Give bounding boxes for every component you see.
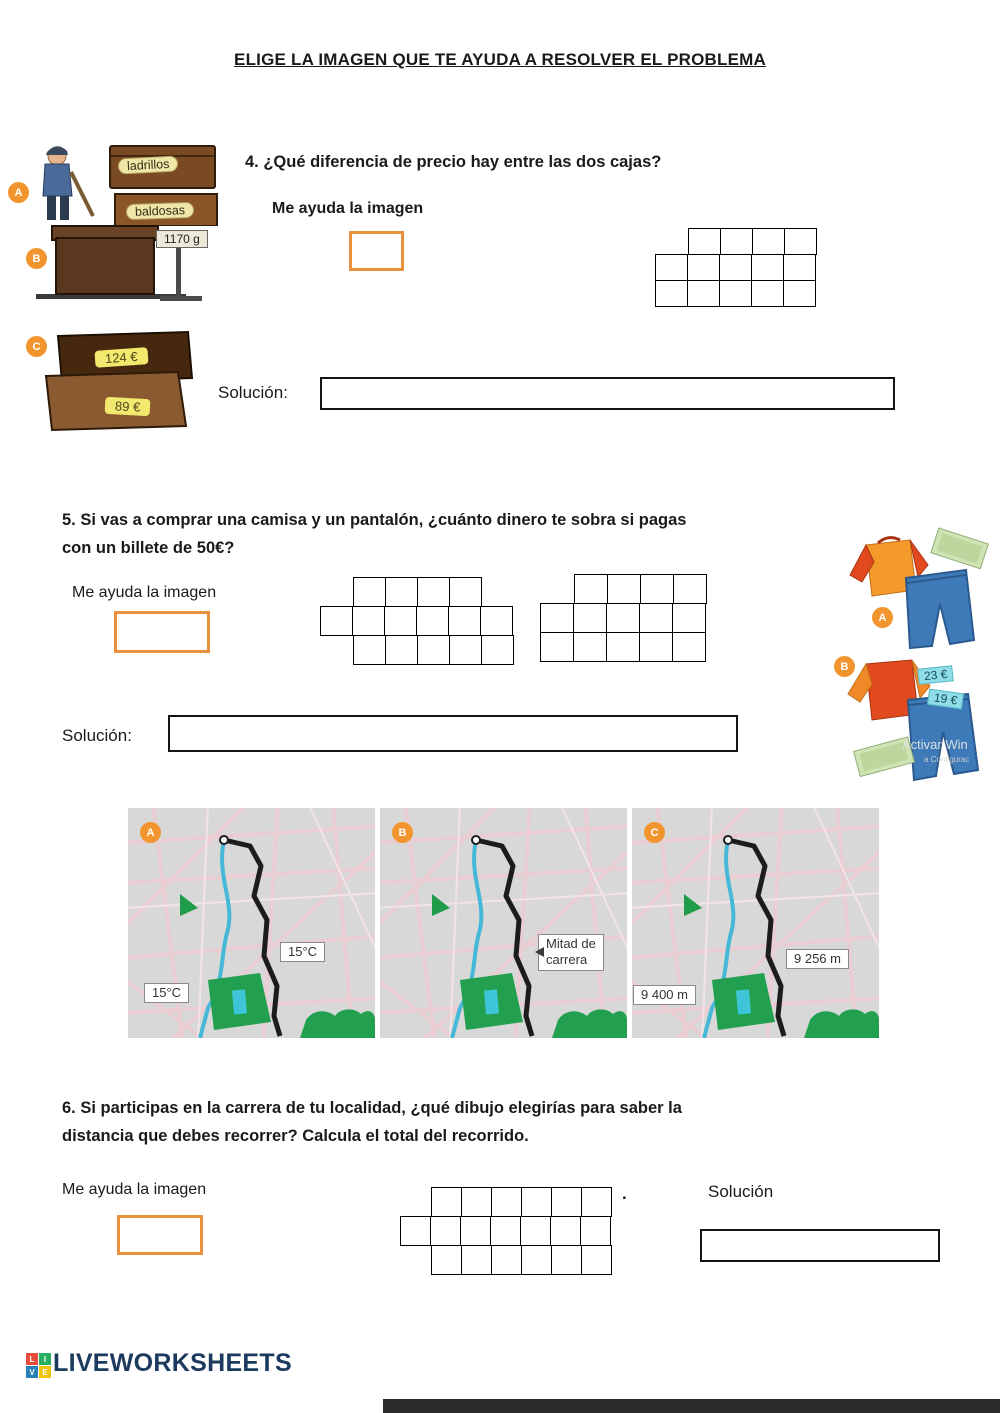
question-4-helper-label: Me ayuda la imagen [272,200,424,217]
windows-watermark-line2: a Configurac [924,755,970,764]
map-b-route-tag-line2: carrera [546,952,588,968]
question-6-solution-input[interactable] [700,1229,940,1262]
clothes-a-badge: A [872,607,893,628]
option-a-badge: A [8,182,29,203]
question-4-image-answer-input[interactable] [349,231,404,271]
logo-letter-l: L [26,1353,38,1365]
map-option-b: B Mitad de carrera [380,808,627,1038]
map-b-graphic [380,808,627,1038]
bricks-box-label: ladrillos [117,155,179,175]
question-5-helper-label: Me ayuda la imagen [72,584,217,601]
map-a-graphic [128,808,375,1038]
page-title: ELIGE LA IMAGEN QUE TE AYUDA A RESOLVER … [234,50,766,69]
map-a-badge: A [140,822,161,843]
map-c-route-tag: 9 256 m [786,949,849,970]
bottom-dark-bar [383,1399,1000,1413]
question-5-grid-1 [320,577,514,665]
clothes-a-illustration [849,527,989,650]
logo-letter-i: I [39,1353,51,1365]
question-6-text-line2: distancia que debes recorrer? Calcula el… [62,1127,529,1145]
question-4-grid [655,228,817,307]
question-5-grid-2 [540,574,707,662]
scale-display: 1170 g [156,230,208,248]
map-c-badge: C [644,822,665,843]
box-price-tag-2: 89 € [104,396,151,417]
question-6-helper-label: Me ayuda la imagen [62,1181,207,1198]
question-4-solution-input[interactable] [320,377,895,410]
map-b-badge: B [392,822,413,843]
question-5-solution-label: Solución: [62,726,132,745]
map-c-bottom-tag: 9 400 m [633,985,696,1006]
question-6-solution-label: Solución [708,1182,774,1201]
map-a-bottom-tag: 15°C [144,983,190,1004]
windows-watermark-line1: Activar Win [902,737,968,752]
logo-letter-e: E [39,1366,51,1378]
question-6-grid [400,1187,612,1275]
map-b-route-tag-line1: Mitad de [546,936,596,951]
question-5-text-line1: 5. Si vas a comprar una camisa y un pant… [62,511,687,529]
question-6-dot: . [622,1184,627,1203]
logo-letter-v: V [26,1366,38,1378]
question-4-text: 4. ¿Qué diferencia de precio hay entre l… [245,153,662,171]
map-option-c: C 9 256 m 9 400 m [632,808,879,1038]
box-on-scale-illustration [36,225,202,301]
map-option-a: A 15°C 15°C [128,808,375,1038]
clothes-b-illustration [847,659,980,782]
priced-boxes-illustration [44,330,194,432]
tiles-box-label: baldosas [125,201,195,221]
question-4-solution-label: Solución: [218,383,288,402]
liveworksheets-logo-icon: L I V E [26,1353,51,1378]
map-a-route-tag: 15°C [280,942,326,963]
question-6-text-line1: 6. Si participas en la carrera de tu loc… [62,1099,682,1117]
question-5-text-line2: con un billete de 50€? [62,539,235,557]
question-6-image-answer-input[interactable] [117,1215,203,1255]
map-b-route-tag: Mitad de carrera [538,934,604,971]
option-c-badge: C [26,336,47,357]
liveworksheets-brand-text: LIVEWORKSHEETS [53,1349,292,1377]
option-b-badge: B [26,248,47,269]
question-5-image-answer-input[interactable] [114,611,210,653]
box-price-tag-1: 124 € [94,347,149,368]
clothes-b-badge: B [834,656,855,677]
question-5-solution-input[interactable] [168,715,738,752]
